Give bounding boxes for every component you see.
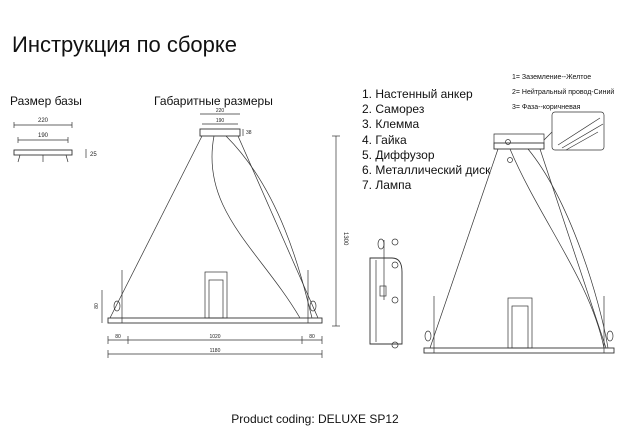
overall-drawing bbox=[101, 113, 340, 358]
base-size-title: Размер базы bbox=[10, 94, 82, 108]
assembly-center-panel-inner bbox=[511, 305, 529, 349]
lamp-bulb-left bbox=[113, 300, 121, 312]
dimensions-title: Габаритные размеры bbox=[154, 94, 273, 108]
terminal-detail-box bbox=[551, 111, 605, 151]
center-panel bbox=[204, 271, 228, 319]
assembly-cable bbox=[429, 148, 499, 349]
assembly-canopy bbox=[493, 142, 545, 150]
power-cord bbox=[225, 135, 313, 319]
canopy-outer-width-label: 220 bbox=[216, 108, 225, 114]
assembly-frame bbox=[423, 347, 615, 354]
base-drawing bbox=[13, 122, 87, 163]
lamp-bulb-right bbox=[309, 300, 317, 312]
parts-list-item: 3. Клемма bbox=[362, 117, 420, 132]
page-title: Инструкция по сборке bbox=[12, 32, 238, 57]
parts-list-item: 5. Диффузор bbox=[362, 147, 435, 162]
canopy-height-label: 38 bbox=[246, 130, 252, 136]
diffuser-profile bbox=[369, 257, 403, 345]
side-detail-drawing bbox=[369, 238, 403, 349]
base-inner-width-label: 190 bbox=[38, 133, 49, 139]
suspension-cable bbox=[237, 135, 319, 319]
segment-right-label: 80 bbox=[309, 334, 315, 340]
callout-4 bbox=[391, 341, 399, 349]
assembly-canopy-top bbox=[493, 133, 545, 143]
wire-legend-item: 2= Нейтральный провод-Синий bbox=[512, 89, 615, 96]
total-height-label: 1300 bbox=[342, 232, 348, 246]
assembly-bulb-right bbox=[606, 330, 614, 342]
callout-5 bbox=[391, 296, 399, 304]
callout-1 bbox=[505, 139, 511, 145]
product-code: Product coding: DELUXE SP12 bbox=[231, 412, 399, 426]
parts-list-item: 1. Настенный анкер bbox=[362, 87, 473, 101]
base-screw bbox=[65, 154, 69, 163]
wire-legend-item: 1= Заземление--Желтое bbox=[512, 74, 592, 81]
parts-list-item: 6. Металлический диск bbox=[362, 163, 491, 178]
assembly-power-cord bbox=[509, 148, 605, 349]
segment-middle-label: 1020 bbox=[209, 334, 220, 340]
base-outer-width-label: 220 bbox=[38, 118, 49, 124]
canopy-inner-width-label: 190 bbox=[216, 118, 225, 124]
wire-legend-item: 3= Фаза--коричневая bbox=[512, 104, 581, 111]
callout-6 bbox=[391, 261, 399, 269]
canopy bbox=[199, 128, 241, 137]
base-height-label: 25 bbox=[90, 152, 97, 158]
power-cord bbox=[211, 135, 301, 319]
suspension-cable bbox=[109, 135, 203, 319]
assembly-bulb-left bbox=[424, 330, 432, 342]
detail-leader bbox=[543, 131, 553, 141]
nut-detail bbox=[379, 285, 387, 297]
terminal-wires bbox=[557, 117, 604, 151]
segment-left-label: 80 bbox=[115, 334, 121, 340]
wire-legend: 1= Заземление--Желтое 2= Нейтральный про… bbox=[512, 70, 614, 115]
parts-list-item: 4. Гайка bbox=[362, 132, 407, 147]
lamp-bulb bbox=[377, 238, 385, 250]
total-width-label: 1180 bbox=[210, 348, 221, 354]
side-height-label: 80 bbox=[94, 303, 100, 309]
parts-list-item: 2. Саморез bbox=[362, 102, 425, 117]
lamp-frame bbox=[107, 317, 323, 324]
center-panel-inner bbox=[208, 279, 224, 319]
base-screw bbox=[17, 154, 21, 163]
base-plate bbox=[13, 149, 73, 156]
parts-list-item: 7. Лампа bbox=[362, 178, 412, 193]
parts-list: 1. Настенный анкер 2. Саморез 3. Клемма … bbox=[362, 87, 490, 193]
assembly-center-panel bbox=[507, 297, 533, 349]
callout-7 bbox=[391, 238, 399, 246]
assembly-cable bbox=[539, 148, 607, 349]
assembly-drawing bbox=[423, 111, 615, 354]
callout-2 bbox=[507, 157, 513, 163]
